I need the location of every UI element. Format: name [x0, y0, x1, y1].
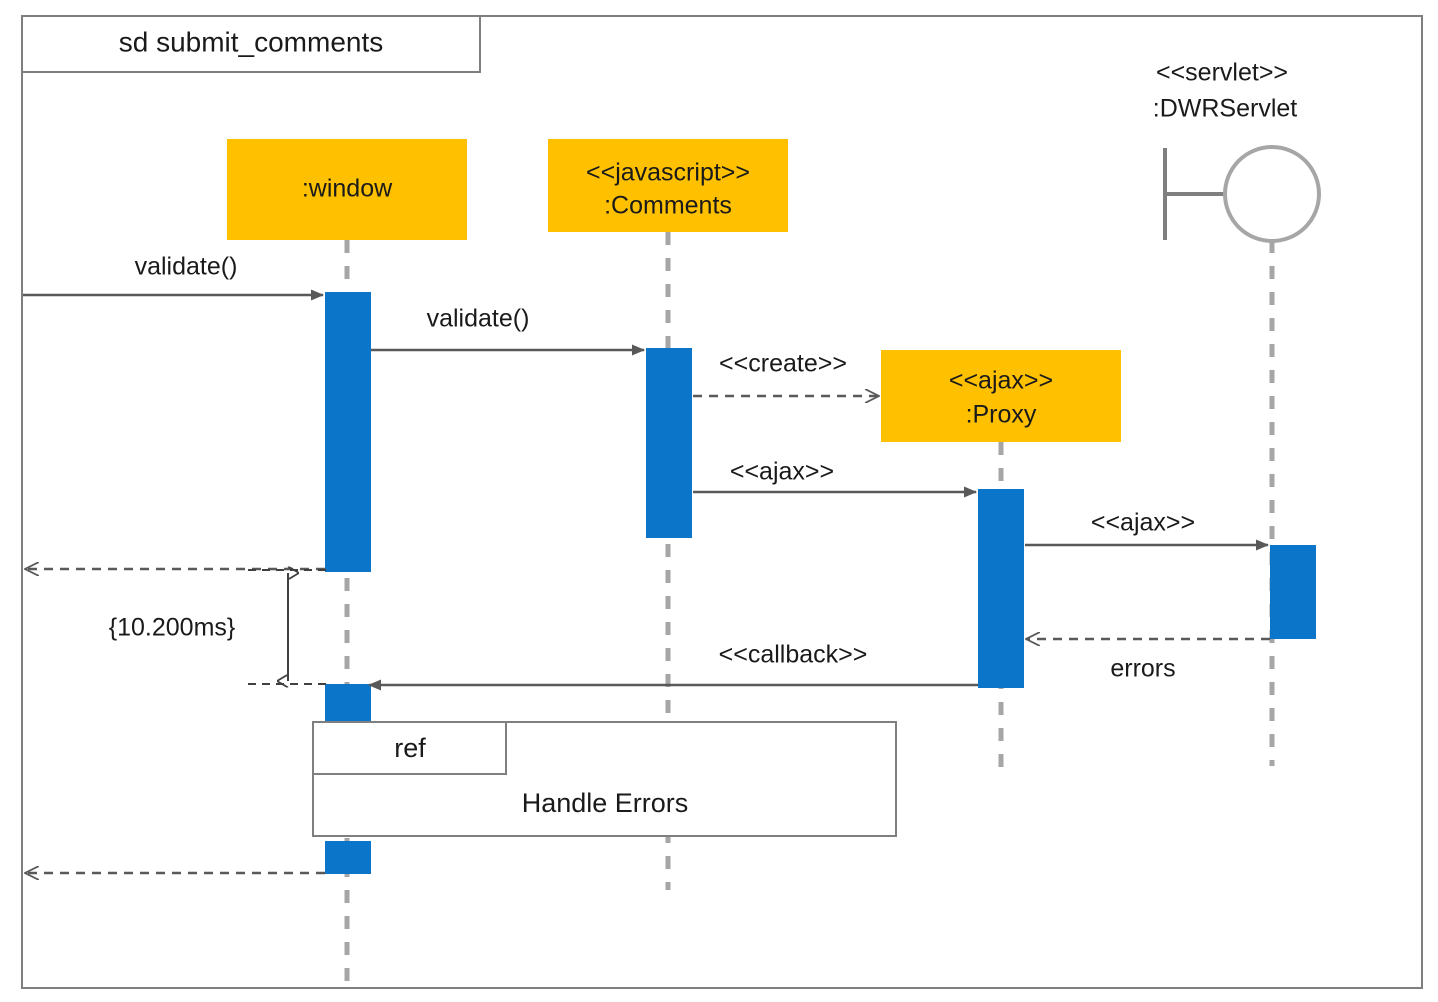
activation-dwrservlet	[1270, 545, 1316, 639]
activation-proxy	[978, 489, 1024, 688]
activation-window-main	[325, 292, 371, 572]
interaction-use-tab	[312, 721, 507, 775]
activation-window-callback	[325, 684, 371, 723]
participant-header-proxy[interactable]	[881, 350, 1121, 442]
participant-header-window[interactable]	[227, 139, 467, 240]
frame-title-tab	[21, 15, 481, 73]
activation-window-final	[325, 841, 371, 874]
diagram-frame	[21, 15, 1423, 989]
boundary-circle-icon	[1223, 145, 1321, 243]
activation-comments	[646, 348, 692, 538]
participant-header-comments[interactable]	[548, 139, 788, 232]
